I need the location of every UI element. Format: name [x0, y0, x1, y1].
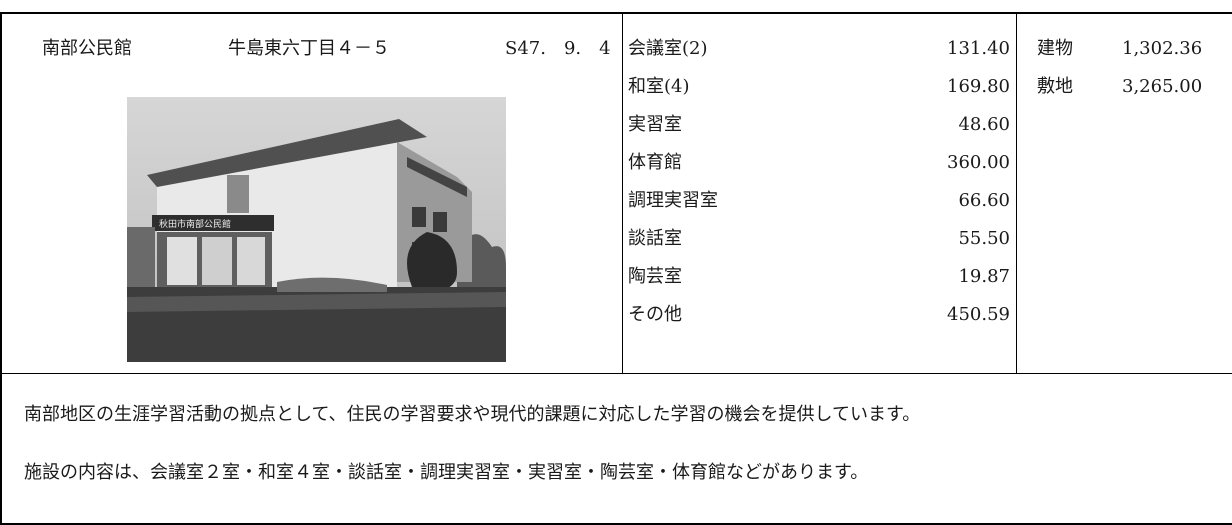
room-area: 360.00 — [947, 152, 1010, 173]
total-value: 3,265.00 — [1122, 76, 1203, 97]
room-name: その他 — [628, 304, 682, 325]
room-name: 会議室(2) — [628, 38, 708, 59]
table-frame — [0, 12, 1232, 525]
building-photo-image: 秋田市南部公民館 — [127, 97, 506, 362]
total-value: 1,302.36 — [1122, 38, 1203, 59]
room-name: 和室(4) — [628, 76, 690, 97]
room-area: 450.59 — [947, 304, 1010, 325]
total-label: 敷地 — [1037, 76, 1073, 97]
column-divider — [1016, 12, 1017, 374]
room-name: 調理実習室 — [628, 190, 718, 211]
room-name: 体育館 — [628, 152, 682, 173]
column-divider — [622, 12, 623, 374]
building-photo: 秋田市南部公民館 — [127, 97, 506, 362]
room-name: 実習室 — [628, 114, 682, 135]
room-area: 66.60 — [958, 190, 1010, 211]
room-name: 談話室 — [628, 228, 682, 249]
facility-address: 牛島東六丁目４－５ — [228, 38, 390, 59]
room-area: 169.80 — [947, 76, 1010, 97]
room-area: 19.87 — [958, 266, 1010, 287]
room-name: 陶芸室 — [628, 266, 682, 287]
facility-opened-date: S47. 9. 4 — [505, 38, 611, 59]
description-paragraph: 施設の内容は、会議室２室・和室４室・談話室・調理実習室・実習室・陶芸室・体育館な… — [6, 462, 869, 483]
facility-name: 南部公民館 — [42, 38, 132, 59]
room-area: 48.60 — [958, 114, 1010, 135]
room-area: 55.50 — [958, 228, 1010, 249]
row-divider — [0, 373, 1232, 374]
total-label: 建物 — [1037, 38, 1073, 59]
description-paragraph: 南部地区の生涯学習活動の拠点として、住民の学習要求や現代的課題に対応した学習の機… — [6, 404, 921, 425]
building-sign-text: 秋田市南部公民館 — [159, 218, 231, 230]
room-area: 131.40 — [947, 38, 1010, 59]
